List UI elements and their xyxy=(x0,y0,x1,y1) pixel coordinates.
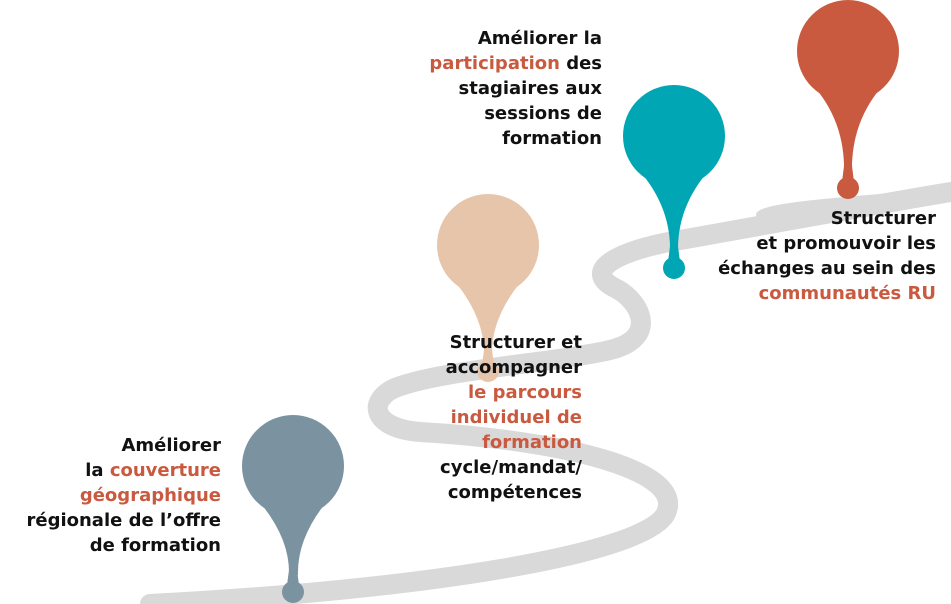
couverture-line-2: la couverture xyxy=(0,458,221,483)
participation-line-5: formation xyxy=(502,128,602,149)
couverture-line-4: régionale de l’offre xyxy=(26,510,221,531)
participation-line-1: Améliorer la xyxy=(477,28,602,49)
echanges-line-3: échanges au sein des xyxy=(718,258,936,279)
echanges-line-1: Structurer xyxy=(830,208,936,229)
label-couverture: Améliorer la couverture géographique rég… xyxy=(0,433,221,558)
couverture-line-3: géographique xyxy=(79,485,221,506)
label-parcours: Structurer et accompagner le parcours in… xyxy=(390,330,582,505)
couverture-line-2-b: couverture xyxy=(109,460,221,481)
parcours-line-5: formation xyxy=(482,432,582,453)
participation-line-3: stagiaires aux xyxy=(458,78,602,99)
echanges-line-4: communautés RU xyxy=(758,283,936,304)
parcours-line-6: cycle/mandat/ xyxy=(440,457,582,478)
parcours-line-1: Structurer et xyxy=(449,332,582,353)
echanges-line-2: et promouvoir les xyxy=(756,233,936,254)
parcours-line-3: le parcours xyxy=(468,382,582,403)
couverture-line-5: de formation xyxy=(89,535,221,556)
label-echanges: Structurer et promouvoir les échanges au… xyxy=(690,206,936,306)
pin-echanges-marker xyxy=(797,0,899,199)
label-participation: Améliorer la participation des stagiaire… xyxy=(390,26,602,151)
parcours-line-2: accompagner xyxy=(445,357,582,378)
couverture-line-2-a: la xyxy=(85,460,110,481)
pin-participation-marker xyxy=(623,85,725,279)
parcours-line-7: compétences xyxy=(447,482,582,503)
participation-line-2: participation des xyxy=(390,51,602,76)
pin-parcours-marker xyxy=(437,194,539,382)
parcours-line-4: individuel de xyxy=(450,407,582,428)
winding-road-top-fork xyxy=(756,188,951,219)
participation-line-2-b: des xyxy=(559,53,602,74)
participation-line-4: sessions de xyxy=(484,103,602,124)
couverture-line-1: Améliorer xyxy=(121,435,221,456)
participation-line-2-a: participation xyxy=(429,53,560,74)
pin-couverture-marker xyxy=(242,415,344,603)
winding-road xyxy=(140,182,951,604)
